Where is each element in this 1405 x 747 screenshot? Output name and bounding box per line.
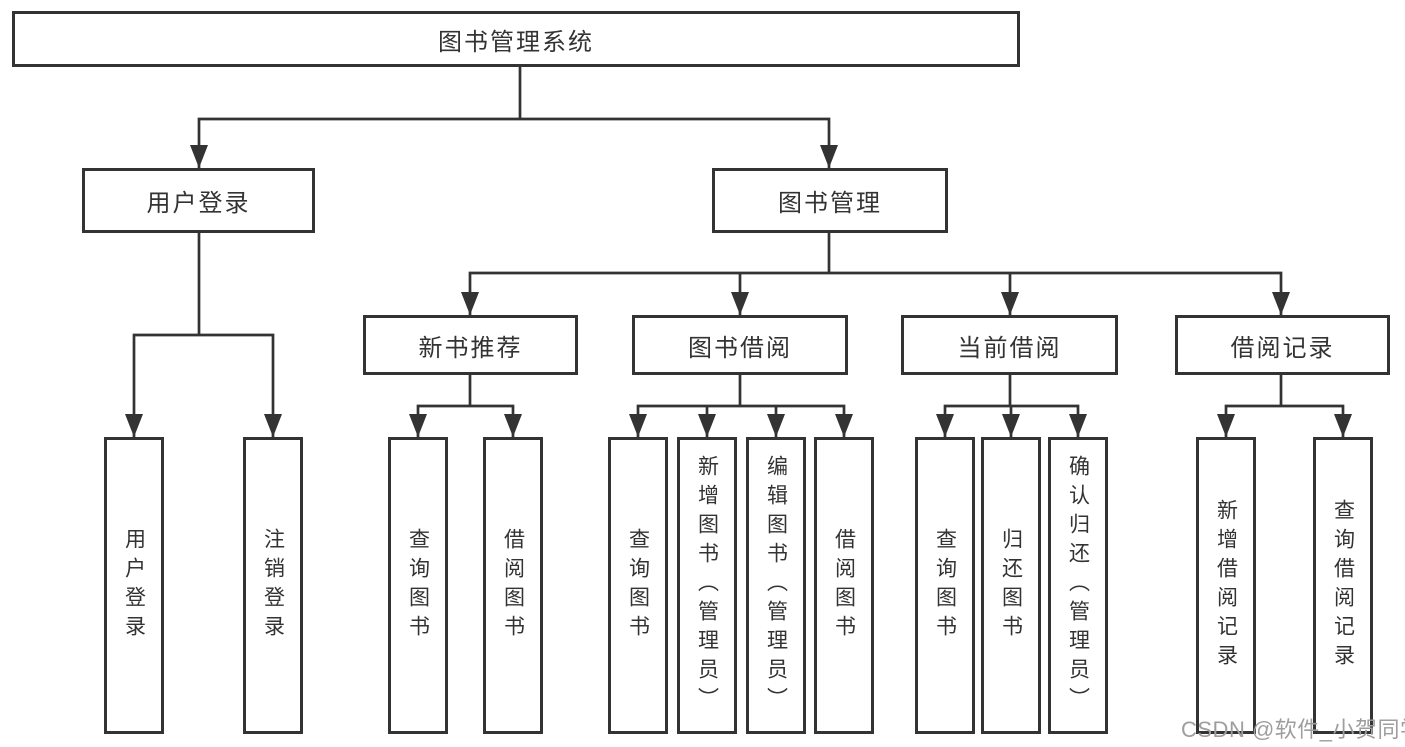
node-user-login-label: 用户登录 (146, 190, 251, 217)
leaf-query-books-current: 查询图书 (915, 437, 975, 734)
leaf-add-book-admin-label: 新增图书（管理员） (695, 455, 719, 716)
leaf-return-book: 归还图书 (981, 437, 1041, 734)
leaf-borrow-books-recommend: 借阅图书 (483, 437, 543, 734)
leaf-query-borrow-record: 查询借阅记录 (1313, 437, 1373, 734)
leaf-query-books-recommend-label: 查询图书 (406, 527, 430, 644)
leaf-query-books-borrow: 查询图书 (608, 437, 668, 734)
node-book-borrowing-label: 图书借阅 (688, 334, 792, 362)
node-borrow-records-label: 借阅记录 (1230, 334, 1335, 362)
leaf-add-borrow-record: 新增借阅记录 (1196, 437, 1256, 734)
leaf-confirm-return-admin-label: 确认归还（管理员） (1066, 455, 1090, 716)
leaf-confirm-return-admin: 确认归还（管理员） (1048, 437, 1108, 734)
node-root: 图书管理系统 (12, 11, 1020, 67)
leaf-edit-book-admin-label: 编辑图书（管理员） (764, 455, 788, 716)
leaf-user-login: 用户登录 (104, 437, 164, 734)
leaf-query-books-current-label: 查询图书 (933, 527, 957, 644)
leaf-query-borrow-record-label: 查询借阅记录 (1331, 498, 1355, 673)
node-root-label: 图书管理系统 (438, 28, 594, 56)
leaf-return-book-label: 归还图书 (999, 527, 1023, 644)
leaf-borrow-books: 借阅图书 (814, 437, 874, 734)
node-new-book-recommend: 新书推荐 (363, 315, 578, 375)
leaf-user-login-label: 用户登录 (122, 527, 146, 644)
node-current-borrowing: 当前借阅 (901, 315, 1118, 375)
node-current-borrowing-label: 当前借阅 (957, 334, 1062, 362)
leaf-borrow-books-label: 借阅图书 (832, 527, 856, 644)
node-book-management-label: 图书管理 (778, 190, 882, 217)
leaf-logout: 注销登录 (243, 437, 303, 734)
leaf-edit-book-admin: 编辑图书（管理员） (746, 437, 806, 734)
leaf-add-borrow-record-label: 新增借阅记录 (1214, 498, 1238, 673)
leaf-query-books-borrow-label: 查询图书 (626, 527, 650, 644)
node-new-book-recommend-label: 新书推荐 (418, 334, 523, 362)
node-book-borrowing: 图书借阅 (632, 315, 848, 375)
leaf-logout-label: 注销登录 (261, 527, 285, 644)
leaf-borrow-books-recommend-label: 借阅图书 (501, 527, 525, 644)
leaf-add-book-admin: 新增图书（管理员） (677, 437, 737, 734)
node-book-management: 图书管理 (712, 168, 948, 233)
node-user-login: 用户登录 (82, 168, 315, 233)
node-borrow-records: 借阅记录 (1175, 315, 1390, 375)
leaf-query-books-recommend: 查询图书 (388, 437, 448, 734)
csdn-watermark: CSDN @软件_小贺同学 (1181, 717, 1405, 742)
tree-edges (132, 66, 1345, 437)
